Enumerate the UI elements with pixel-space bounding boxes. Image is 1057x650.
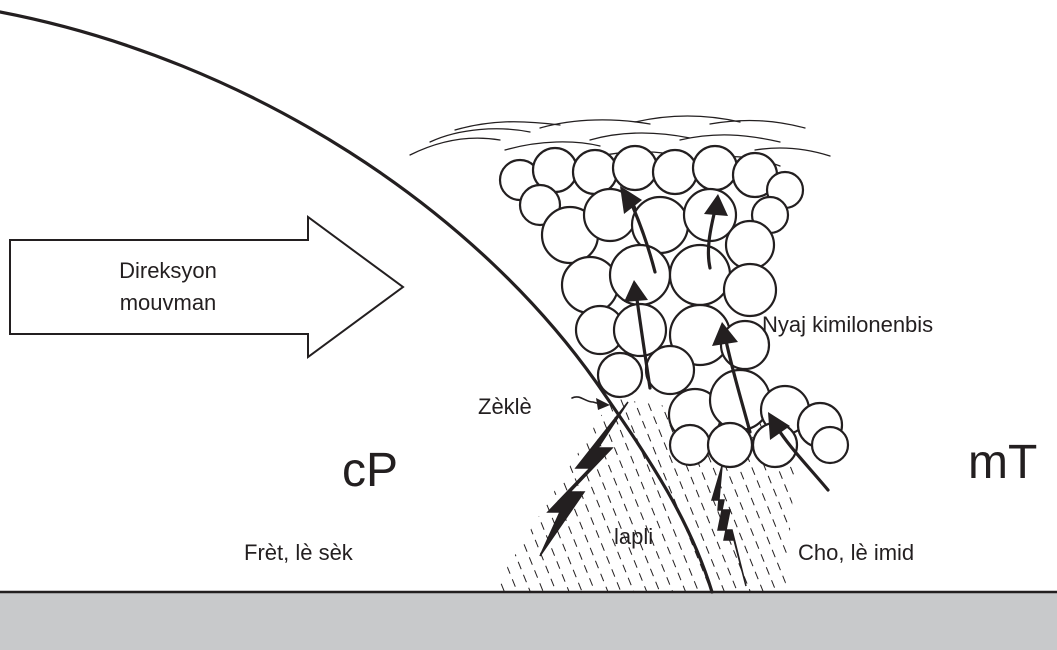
direction-arrow: Direksyon mouvman [10,217,403,357]
direction-label-line1: Direksyon [119,258,217,283]
thunderhead-label: Nyaj kimilonenbis [762,312,933,337]
ground [0,592,1057,650]
rain-label: lapli [614,524,653,549]
cold-air-mass-label: cP [342,444,398,497]
cumulonimbus-cloud [500,146,848,467]
cold-description: Frèt, lè sèk [244,540,354,565]
lightning-pointer [572,397,600,404]
warm-description: Cho, lè imid [798,540,914,565]
lightning-label: Zèklè [478,394,532,419]
warm-air-mass-label: mT [968,436,1037,489]
direction-label-line2: mouvman [120,290,217,315]
right-arrow-icon [10,217,403,357]
